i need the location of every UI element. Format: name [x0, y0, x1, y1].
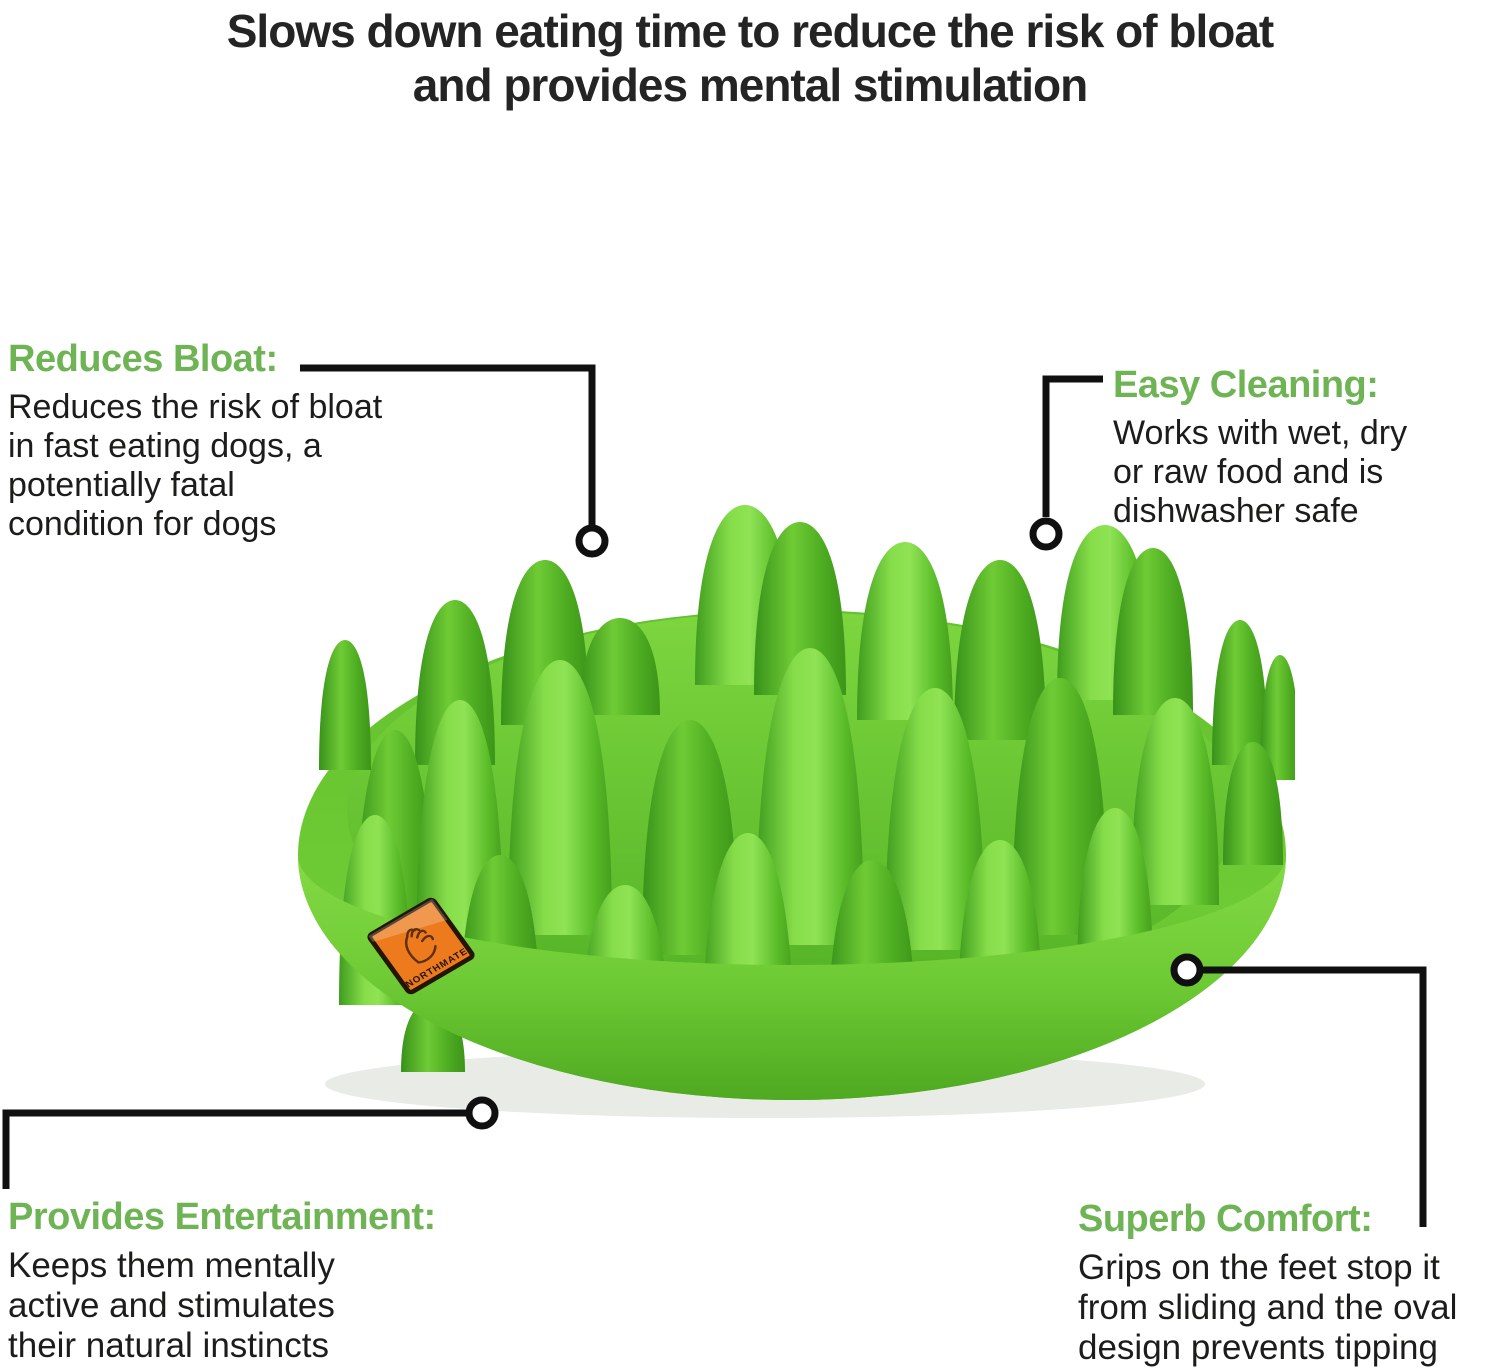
callout-body-line: active and stimulates: [8, 1286, 335, 1325]
northmate-hand-logo: [404, 928, 437, 964]
callout-heading: Reduces Bloat:: [8, 338, 278, 380]
page-title: Slows down eating time to reduce the ris…: [0, 4, 1500, 112]
grass-spike: [754, 522, 846, 695]
grass-spike: [319, 640, 371, 770]
brand-tag-gloss: [368, 898, 448, 942]
callout-body-line: Keeps them mentally: [8, 1246, 335, 1285]
callout-reduces-bloat: Reduces Bloat: Reduces the risk of bloat…: [8, 336, 548, 544]
grass-spike: [885, 688, 985, 950]
callout-easy-cleaning: Easy Cleaning: Works with wet, dry or ra…: [1113, 362, 1499, 531]
callout-body-line: in fast eating dogs, a: [8, 427, 322, 465]
grass-spike: [508, 660, 612, 935]
callout-provides-entertainment: Provides Entertainment: Keeps them menta…: [8, 1194, 568, 1366]
grass-spike: [580, 618, 660, 715]
title-line-1: Slows down eating time to reduce the ris…: [226, 5, 1274, 57]
callout-body-line: potentially fatal: [8, 466, 235, 504]
callout-body-line: or raw food and is: [1113, 453, 1384, 491]
callout-body-line: their natural instincts: [8, 1326, 329, 1365]
callout-body-line: Grips on the feet stop it: [1078, 1248, 1440, 1287]
callout-body-line: dishwasher safe: [1113, 492, 1359, 530]
grass-spikes: [319, 505, 1295, 1080]
grass-spike: [857, 542, 953, 720]
brand-tag: NORTHMATE: [367, 897, 475, 995]
callout-body-line: condition for dogs: [8, 505, 277, 543]
grass-spike: [1131, 698, 1219, 905]
grass-spike: [1260, 655, 1295, 780]
feeder-front-rim: [298, 855, 1286, 1100]
callout-body-line: from sliding and the oval: [1078, 1288, 1458, 1327]
callout-heading: Superb Comfort:: [1078, 1198, 1373, 1240]
callout-superb-comfort: Superb Comfort: Grips on the feet stop i…: [1078, 1196, 1500, 1368]
brand-tag-plate: [367, 897, 475, 995]
callout-heading: Provides Entertainment:: [8, 1196, 436, 1238]
grass-spike: [1212, 620, 1268, 765]
title-line-2: and provides mental stimulation: [412, 59, 1088, 111]
callout-body-line: Works with wet, dry: [1113, 414, 1408, 452]
callout-heading: Easy Cleaning:: [1113, 364, 1379, 406]
grass-spike: [954, 560, 1046, 740]
callout-body-line: design prevents tipping: [1078, 1328, 1438, 1367]
callout-body-line: Reduces the risk of bloat: [8, 388, 383, 426]
grass-spike: [1223, 742, 1283, 865]
grass-spike: [1113, 547, 1193, 715]
grass-spike: [756, 648, 864, 945]
product-photo-green-feeder: NORTHMATE: [298, 505, 1295, 1118]
